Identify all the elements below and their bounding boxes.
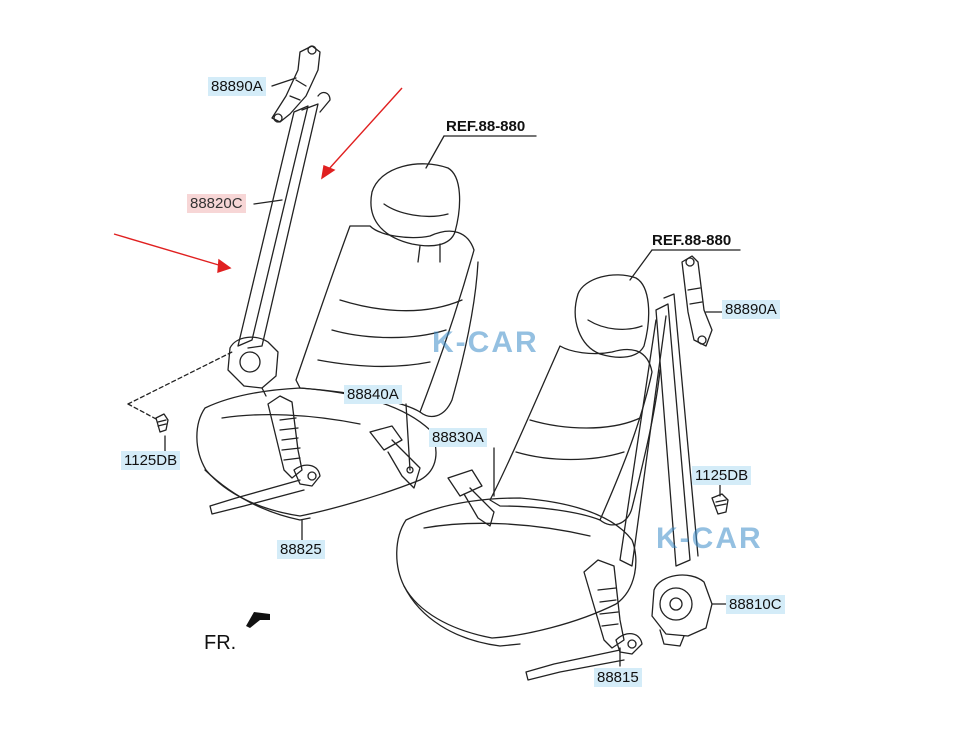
part-label-stalk-left: 88825 [277,540,325,559]
red-arrows [113,87,403,273]
right-seat [396,274,661,681]
right-retractor [651,574,713,647]
reference-label-left: REF.88-880 [446,118,526,135]
right-bolt [711,493,729,515]
part-label-bolt-left: 1125DB [121,451,181,470]
right-belt [619,255,713,567]
part-label-bolt-right: 1125DB [692,466,752,485]
left-bolt [155,413,169,433]
left-belt [237,45,331,349]
front-arrow-icon [246,612,270,628]
reference-label-right: REF.88-880 [652,232,732,249]
watermark-top: K-CAR [432,326,539,359]
part-label-anchor-left: 88890A [208,77,266,96]
front-indicator: FR. [204,632,237,654]
part-label-anchor-right: 88890A [722,300,780,319]
part-label-retractor-right: 88810C [726,595,785,614]
watermark-bottom: K-CAR [656,522,763,555]
part-label-buckle-center: 88830A [429,428,487,447]
part-label-stalk-right: 88815 [594,668,642,687]
part-label-buckle-left: 88840A [344,385,402,404]
part-label-belt-left: 88820C [187,194,246,213]
